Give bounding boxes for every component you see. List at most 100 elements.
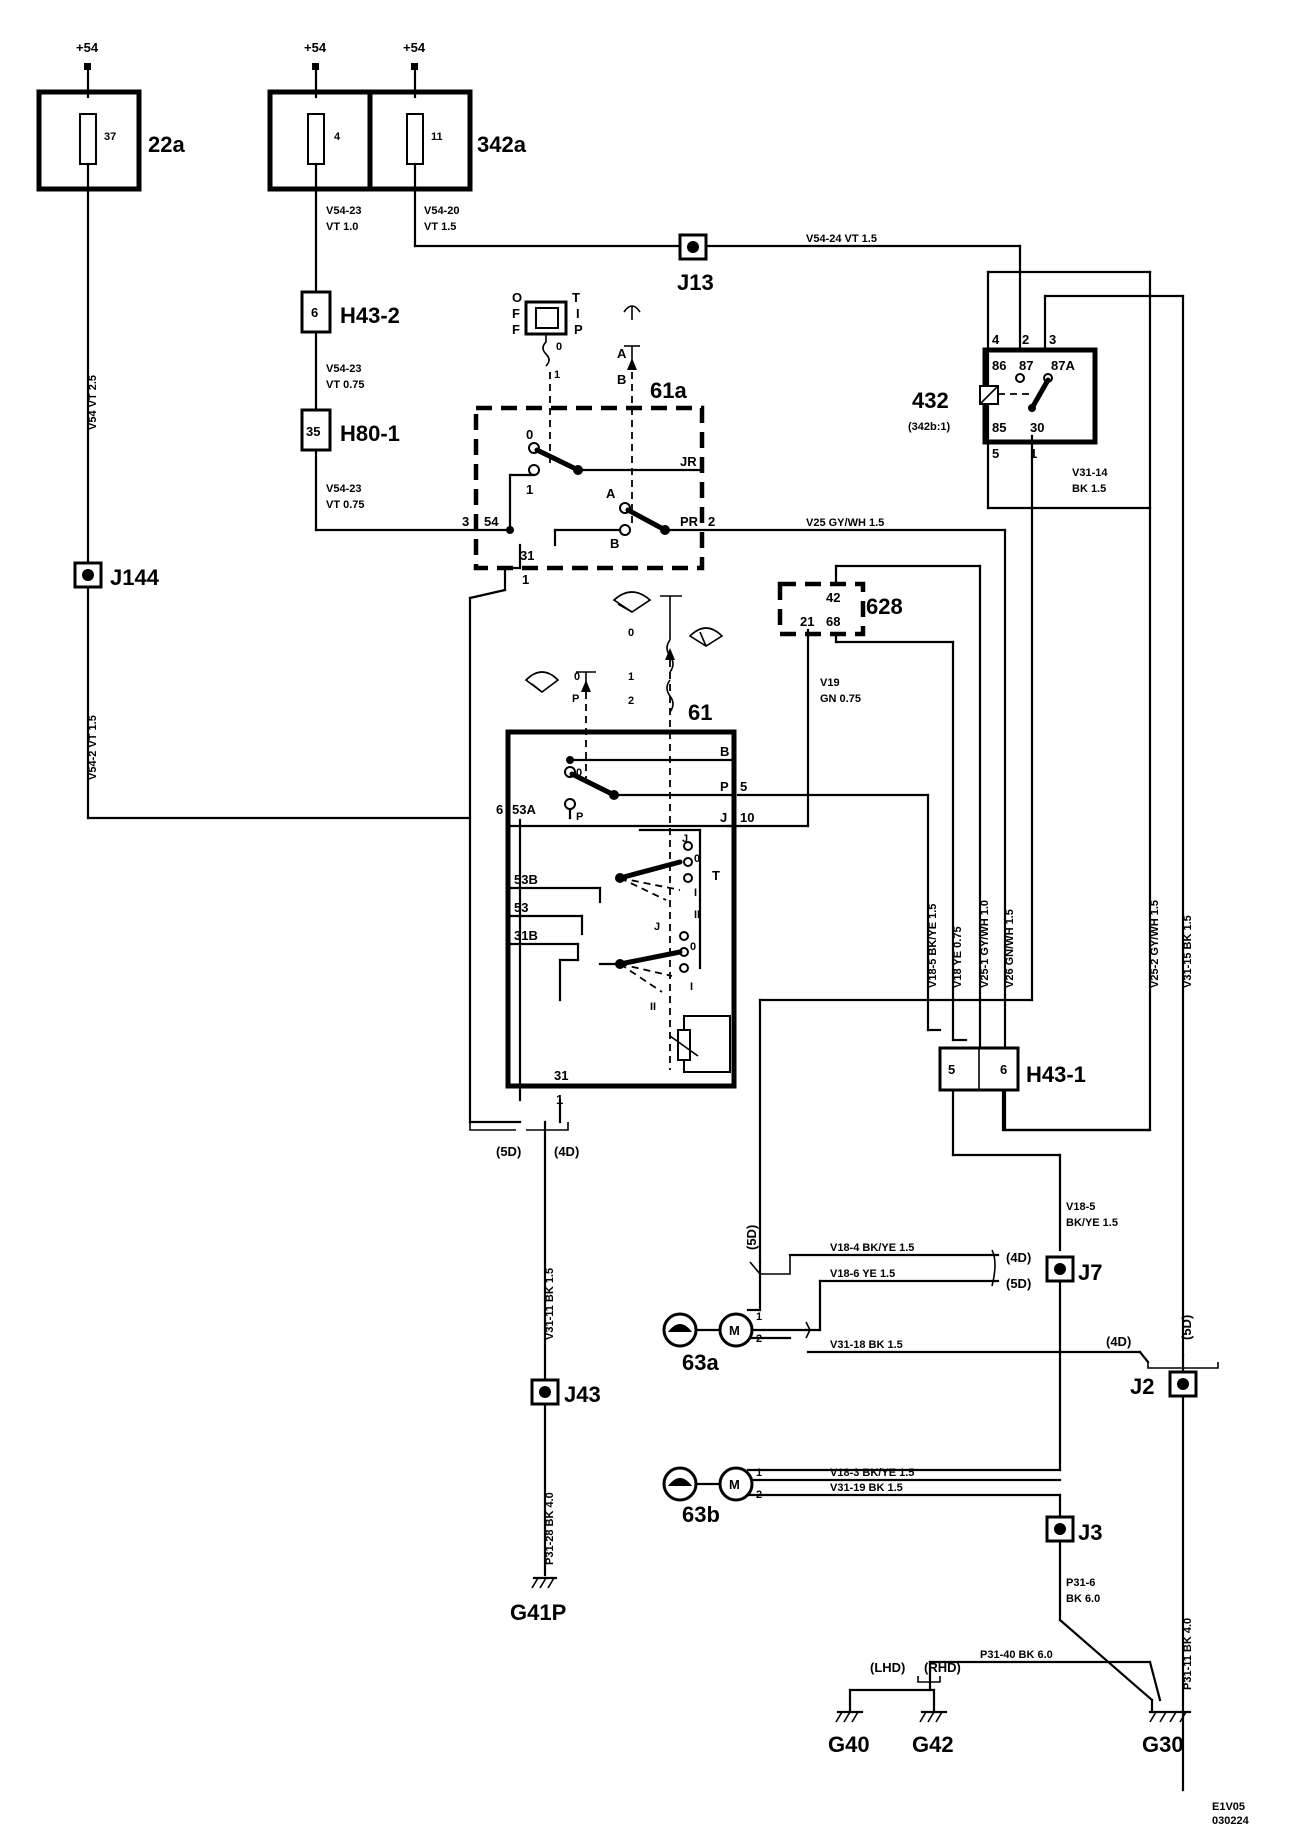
diagram-code: E1V05 030224 — [1212, 1801, 1250, 1827]
svg-text:54: 54 — [484, 514, 499, 529]
svg-text:1: 1 — [526, 482, 533, 497]
ground-g30: G30 — [1142, 1710, 1192, 1757]
relay-label: 432 — [912, 388, 949, 413]
splice-label: J13 — [677, 270, 714, 295]
svg-text:0: 0 — [576, 767, 582, 779]
connector-label: H80-1 — [340, 421, 400, 446]
svg-text:M: M — [729, 1323, 740, 1338]
svg-text:(4D): (4D) — [554, 1144, 579, 1159]
svg-text:87: 87 — [1019, 358, 1033, 373]
svg-text:2: 2 — [708, 514, 715, 529]
svg-text:P: P — [720, 779, 729, 794]
ground-label: G41P — [510, 1600, 566, 1625]
svg-text:V18-3 BK/YE 1.5: V18-3 BK/YE 1.5 — [830, 1467, 914, 1479]
splice-j2: J2 — [1130, 1370, 1198, 1399]
svg-text:PR: PR — [680, 514, 699, 529]
ground-label: G40 — [828, 1732, 870, 1757]
unit-628: 42 21 68 628 — [777, 581, 903, 637]
ground-g40: G40 — [828, 1688, 870, 1757]
svg-text:I: I — [690, 981, 693, 993]
svg-text:(5D): (5D) — [1179, 1315, 1194, 1340]
svg-text:V26 GN/WH 1.5: V26 GN/WH 1.5 — [1004, 909, 1016, 988]
connector-label: H43-2 — [340, 303, 400, 328]
svg-text:1: 1 — [522, 572, 529, 587]
motor-label: 63a — [682, 1350, 719, 1375]
svg-text:M: M — [729, 1477, 740, 1492]
svg-text:2: 2 — [1022, 332, 1029, 347]
svg-text:31: 31 — [554, 1068, 568, 1083]
svg-text:0: 0 — [556, 341, 562, 353]
svg-text:A: A — [606, 486, 616, 501]
svg-text:0: 0 — [526, 427, 533, 442]
svg-text:A: A — [617, 346, 627, 361]
splice-label: J43 — [564, 1382, 601, 1407]
svg-text:E1V05: E1V05 — [1212, 1801, 1245, 1813]
svg-text:V31-14: V31-14 — [1072, 467, 1108, 479]
svg-text:BK/YE 1.5: BK/YE 1.5 — [1066, 1217, 1118, 1229]
svg-text:68: 68 — [826, 614, 840, 629]
svg-text:BK 1.5: BK 1.5 — [1072, 483, 1106, 495]
fuse-22a: +54 37 22a — [36, 40, 185, 192]
svg-text:3: 3 — [1049, 332, 1056, 347]
splice-label: J7 — [1078, 1260, 1102, 1285]
svg-text:B: B — [617, 372, 626, 387]
svg-text:2: 2 — [756, 1333, 762, 1345]
fuse-number: 37 — [104, 131, 116, 143]
motor-label: 63b — [682, 1502, 720, 1527]
wire-labels: V54-23 VT 1.0 V54-20 VT 1.5 V54-24 VT 1.… — [326, 205, 1118, 1661]
svg-text:2: 2 — [756, 1489, 762, 1501]
svg-text:(LHD): (LHD) — [870, 1660, 905, 1675]
svg-text:VT 0.75: VT 0.75 — [326, 379, 365, 391]
fuse-block-label: 342a — [477, 132, 527, 157]
svg-text:4: 4 — [992, 332, 1000, 347]
variant-labels: (5D) (4D) (4D) (5D) (5D) (4D) (5D) (LHD)… — [469, 1122, 1219, 1683]
splice-j3: J3 — [1045, 1515, 1102, 1545]
svg-text:V31-18 BK 1.5: V31-18 BK 1.5 — [830, 1339, 903, 1351]
svg-text:1: 1 — [1030, 446, 1037, 461]
svg-text:030224: 030224 — [1212, 1815, 1250, 1827]
svg-text:(5D): (5D) — [1006, 1276, 1031, 1291]
svg-text:10: 10 — [740, 810, 754, 825]
svg-text:V54-2 VT 1.5: V54-2 VT 1.5 — [87, 715, 99, 780]
svg-text:85: 85 — [992, 420, 1006, 435]
switch-61: 61 0 1 2 0 P B 0 P 5 P — [496, 591, 754, 1107]
svg-text:B: B — [720, 744, 729, 759]
splice-j7: J7 — [991, 1249, 1102, 1287]
switch-label: 61 — [688, 700, 712, 725]
supply-label: +54 — [76, 40, 99, 55]
svg-text:B: B — [610, 536, 619, 551]
svg-text:VT 0.75: VT 0.75 — [326, 499, 365, 511]
svg-text:1: 1 — [554, 369, 560, 381]
relay-sub-label: (342b:1) — [908, 421, 951, 433]
svg-text:V31-19 BK 1.5: V31-19 BK 1.5 — [830, 1482, 903, 1494]
svg-text:35: 35 — [306, 424, 320, 439]
svg-text:II: II — [650, 1001, 656, 1013]
svg-text:6: 6 — [311, 305, 318, 320]
svg-text:86: 86 — [992, 358, 1006, 373]
svg-text:(RHD): (RHD) — [924, 1660, 961, 1675]
connector-h43-1: 5 6 H43-1 — [938, 1046, 1086, 1092]
svg-text:I: I — [694, 887, 697, 899]
supply-label: +54 — [403, 40, 426, 55]
svg-text:P: P — [574, 322, 583, 337]
supply-label: +54 — [304, 40, 327, 55]
svg-text:II: II — [694, 909, 700, 921]
svg-text:53B: 53B — [514, 872, 538, 887]
svg-text:53: 53 — [514, 900, 528, 915]
svg-text:JR: JR — [680, 454, 697, 469]
wiper-motor-63b: M 1 2 63b — [662, 1466, 762, 1527]
svg-text:P31-11 BK 4.0: P31-11 BK 4.0 — [1182, 1618, 1194, 1690]
svg-text:V54-20: V54-20 — [424, 205, 459, 217]
ground-label: G30 — [1142, 1732, 1184, 1757]
svg-text:6: 6 — [1000, 1062, 1007, 1077]
svg-text:2: 2 — [628, 695, 634, 707]
svg-text:V54-23: V54-23 — [326, 205, 361, 217]
svg-text:0: 0 — [574, 671, 580, 683]
svg-text:42: 42 — [826, 590, 840, 605]
relay-432: 4 2 3 86 87 87A 85 30 5 1 432 (342b:1) — [908, 332, 1098, 461]
splice-j13: J13 — [677, 233, 714, 295]
fuse-block-label: 22a — [148, 132, 185, 157]
svg-text:V31-11 BK 1.5: V31-11 BK 1.5 — [544, 1268, 556, 1340]
connector-h80-1: 35 H80-1 — [300, 408, 400, 452]
